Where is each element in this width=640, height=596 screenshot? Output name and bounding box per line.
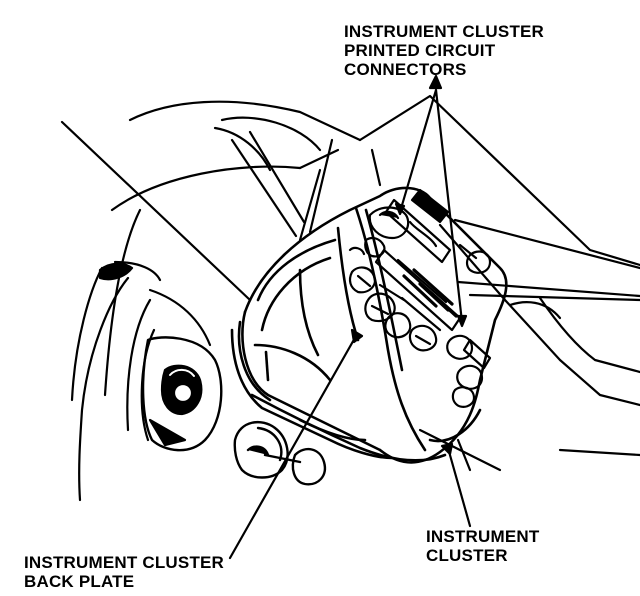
callout-cluster-back-plate: INSTRUMENT CLUSTER BACK PLATE xyxy=(24,553,224,591)
callout-connectors-line-1: INSTRUMENT CLUSTER xyxy=(344,22,545,41)
leader-lines xyxy=(228,74,472,560)
callout-back-plate-line-1: INSTRUMENT CLUSTER xyxy=(24,553,225,572)
callout-back-plate-line-2: BACK PLATE xyxy=(24,572,135,591)
instrument-cluster-body xyxy=(230,186,508,464)
callout-connectors-line-2: PRINTED CIRCUIT xyxy=(344,41,496,60)
callout-instrument-cluster: INSTRUMENT CLUSTER xyxy=(426,527,539,565)
back-plate-details xyxy=(348,188,492,408)
callout-cluster-line-2: CLUSTER xyxy=(426,546,508,565)
dashboard-outline xyxy=(60,94,640,472)
callout-printed-circuit-connectors: INSTRUMENT CLUSTER PRINTED CIRCUIT CONNE… xyxy=(344,22,544,79)
callout-cluster-line-1: INSTRUMENT xyxy=(426,527,540,546)
steering-column-trim xyxy=(70,208,223,502)
callout-connectors-line-3: CONNECTORS xyxy=(344,60,467,79)
lower-switch-knob xyxy=(233,420,327,486)
